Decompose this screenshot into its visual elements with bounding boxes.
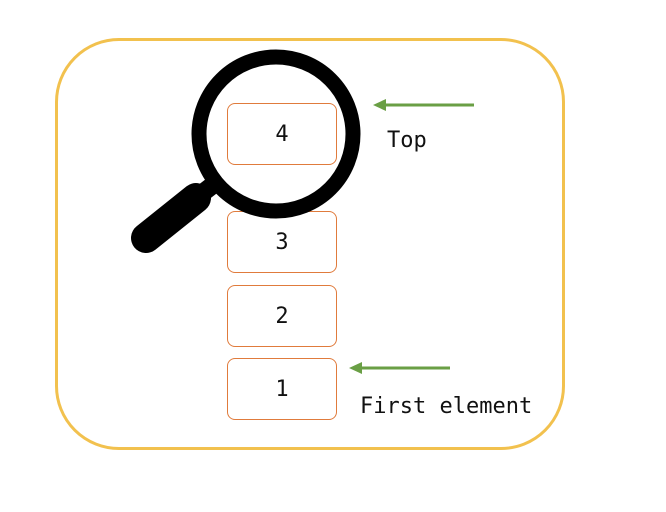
stack-item-3: 3 [227, 211, 337, 273]
stack-item-2: 2 [227, 285, 337, 347]
rounded-frame [55, 38, 565, 450]
stack-item-value: 2 [275, 303, 289, 329]
stack-item-1: 1 [227, 358, 337, 420]
first-element-label: First element [360, 394, 533, 419]
stack-item-4: 4 [227, 103, 337, 165]
stack-item-value: 1 [275, 376, 289, 402]
stack-item-value: 4 [275, 121, 289, 147]
stack-item-value: 3 [275, 229, 289, 255]
top-label: Top [387, 128, 427, 153]
